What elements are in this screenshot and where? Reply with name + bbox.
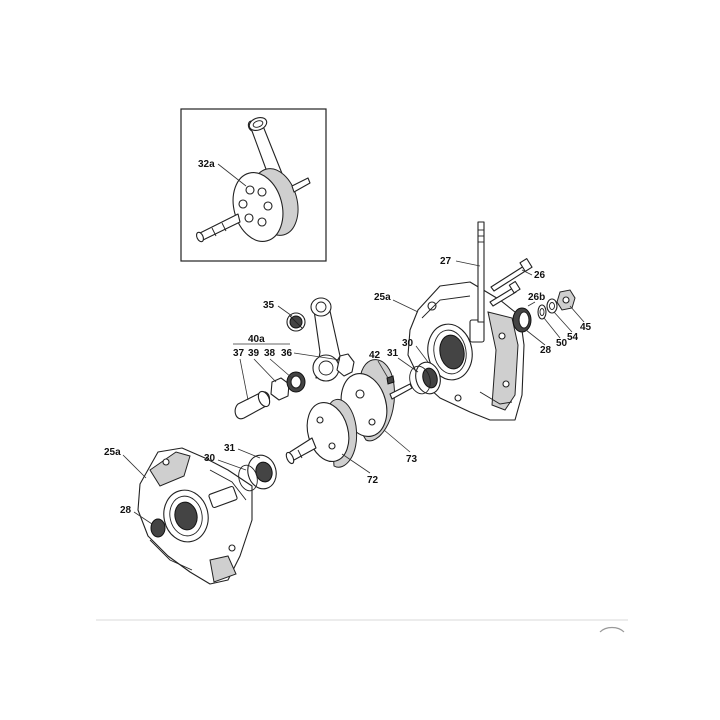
label-32a: 32a <box>198 159 215 170</box>
left-main-bearing <box>238 454 277 492</box>
label-73: 73 <box>406 454 418 465</box>
left-crankcase-half <box>137 447 253 585</box>
label-26b: 26b <box>528 292 545 303</box>
label-31-right: 31 <box>387 348 399 359</box>
label-39: 39 <box>248 348 260 359</box>
inset-crankshaft-drawing: 32a <box>196 117 311 243</box>
label-28-left: 28 <box>120 505 132 516</box>
flywheel-72 <box>285 399 358 468</box>
page-footer-rule <box>96 619 628 633</box>
label-31-left: 31 <box>224 443 236 454</box>
label-28-right: 28 <box>540 345 552 356</box>
label-27: 27 <box>440 256 452 267</box>
label-35: 35 <box>263 300 275 311</box>
right-main-bearing <box>409 361 441 395</box>
conrod-assembly <box>234 297 355 420</box>
part-labels: 27 26 25a 26b 45 54 50 28 35 40a 37 39 3… <box>104 256 592 525</box>
label-45: 45 <box>580 322 592 333</box>
label-37: 37 <box>233 348 245 359</box>
label-40a: 40a <box>248 334 265 345</box>
label-25a-left: 25a <box>104 447 121 458</box>
stud-27 <box>477 221 485 323</box>
label-30-left: 30 <box>204 453 216 464</box>
label-54: 54 <box>567 332 579 343</box>
label-36: 36 <box>281 348 293 359</box>
label-30-right: 30 <box>402 338 414 349</box>
right-crankcase-half <box>407 281 525 421</box>
label-72: 72 <box>367 475 379 486</box>
label-42: 42 <box>369 350 381 361</box>
bolts-26 <box>489 258 533 307</box>
label-38: 38 <box>264 348 276 359</box>
label-50: 50 <box>556 338 568 349</box>
label-26: 26 <box>534 270 546 281</box>
key-42 <box>386 375 395 385</box>
label-25a-right: 25a <box>374 292 391 303</box>
needle-bearing-35 <box>286 312 306 332</box>
